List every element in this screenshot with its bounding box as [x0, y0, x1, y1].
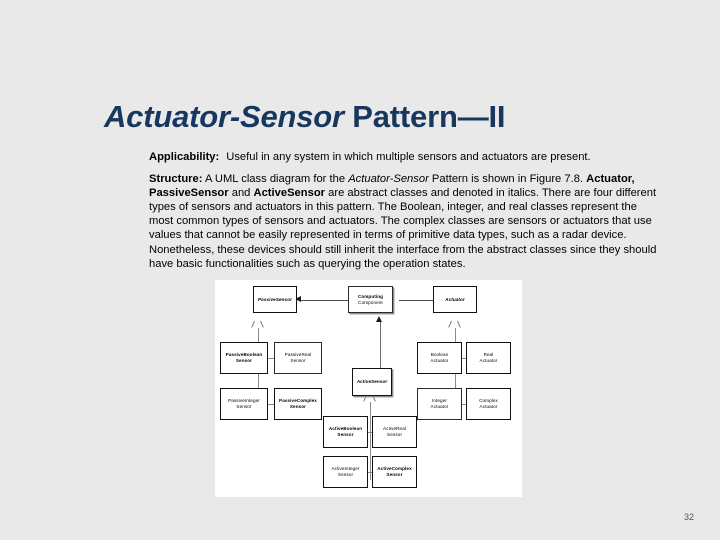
- uml-class-complex-actuator[interactable]: Complex Actuator: [466, 388, 511, 420]
- applicability-label: Applicability:: [149, 151, 220, 163]
- generalization-triangle-passive-icon: [255, 321, 261, 327]
- uml-class-computing-component[interactable]: Computing Component: [348, 286, 393, 313]
- uml-class-real-actuator[interactable]: Real Actuator: [466, 342, 511, 374]
- structure-text-b: Pattern is shown in Figure 7.8.: [428, 173, 587, 186]
- structure-text-c: and: [228, 187, 254, 200]
- structure-text-a: A UML class diagram for the: [202, 173, 349, 186]
- uml-class-passive-complex-sensor[interactable]: PassiveComplex Sensor: [274, 388, 322, 420]
- uml-class-passive-real-sensor[interactable]: PassiveReal Sensor: [274, 342, 322, 374]
- page-title-regular-part: Pattern—II: [343, 98, 506, 134]
- applicability-paragraph: Applicability: Useful in any system in wh…: [149, 150, 661, 164]
- uml-class-active-boolean-sensor[interactable]: ActiveBoolean Sensor: [323, 416, 368, 448]
- structure-pattern-name: Actuator-Sensor: [348, 173, 429, 186]
- uml-class-integer-actuator[interactable]: Integer Actuator: [417, 388, 462, 420]
- uml-class-active-real-sensor[interactable]: ActiveReal Sensor: [372, 416, 417, 448]
- uml-class-passive-integer-sensor[interactable]: PassiveInteger Sensor: [220, 388, 268, 420]
- generalization-triangle-actuator-icon: [452, 321, 458, 327]
- uml-class-diagram-figure: PassiveSensor Computing Component Actuat…: [215, 280, 522, 497]
- uml-class-boolean-actuator[interactable]: Boolean Actuator: [417, 342, 462, 374]
- page-title-italic-part: Actuator-Sensor: [104, 98, 344, 134]
- arrowhead-to-passivesensor-icon: [295, 296, 301, 302]
- uml-class-passive-boolean-sensor[interactable]: PassiveBoolean Sensor: [220, 342, 268, 374]
- connector-activesensor-to-computing: [379, 322, 381, 384]
- uml-class-active-sensor[interactable]: ActiveSensor: [352, 368, 392, 396]
- page-number: 32: [683, 512, 694, 522]
- structure-text-d: are abstract classes and denoted in ital…: [149, 187, 657, 270]
- uml-class-passive-sensor[interactable]: PassiveSensor: [253, 286, 297, 313]
- arrowhead-to-computing-icon: [376, 316, 382, 322]
- uml-class-active-complex-sensor[interactable]: ActiveComplex Sensor: [372, 456, 417, 488]
- connector-computing-to-passivesensor: [301, 299, 361, 302]
- generalization-stem-active: [370, 402, 371, 480]
- structure-abstract-classes-2: ActiveSensor: [253, 187, 326, 200]
- connector-computing-to-actuator: [399, 299, 457, 302]
- structure-abstract-classes-1: Actuator, PassiveSensor: [149, 173, 635, 200]
- structure-label: Structure:: [149, 173, 203, 186]
- structure-paragraph: Structure: A UML class diagram for the A…: [149, 172, 661, 271]
- uml-class-active-integer-sensor[interactable]: ActiveInteger Sensor: [323, 456, 368, 488]
- applicability-text: Useful in any system in which multiple s…: [226, 151, 591, 163]
- page-title: Actuator-Sensor Pattern—II: [104, 98, 506, 135]
- uml-class-actuator[interactable]: Actuator: [433, 286, 477, 313]
- slide-body-text: Applicability: Useful in any system in wh…: [149, 150, 661, 279]
